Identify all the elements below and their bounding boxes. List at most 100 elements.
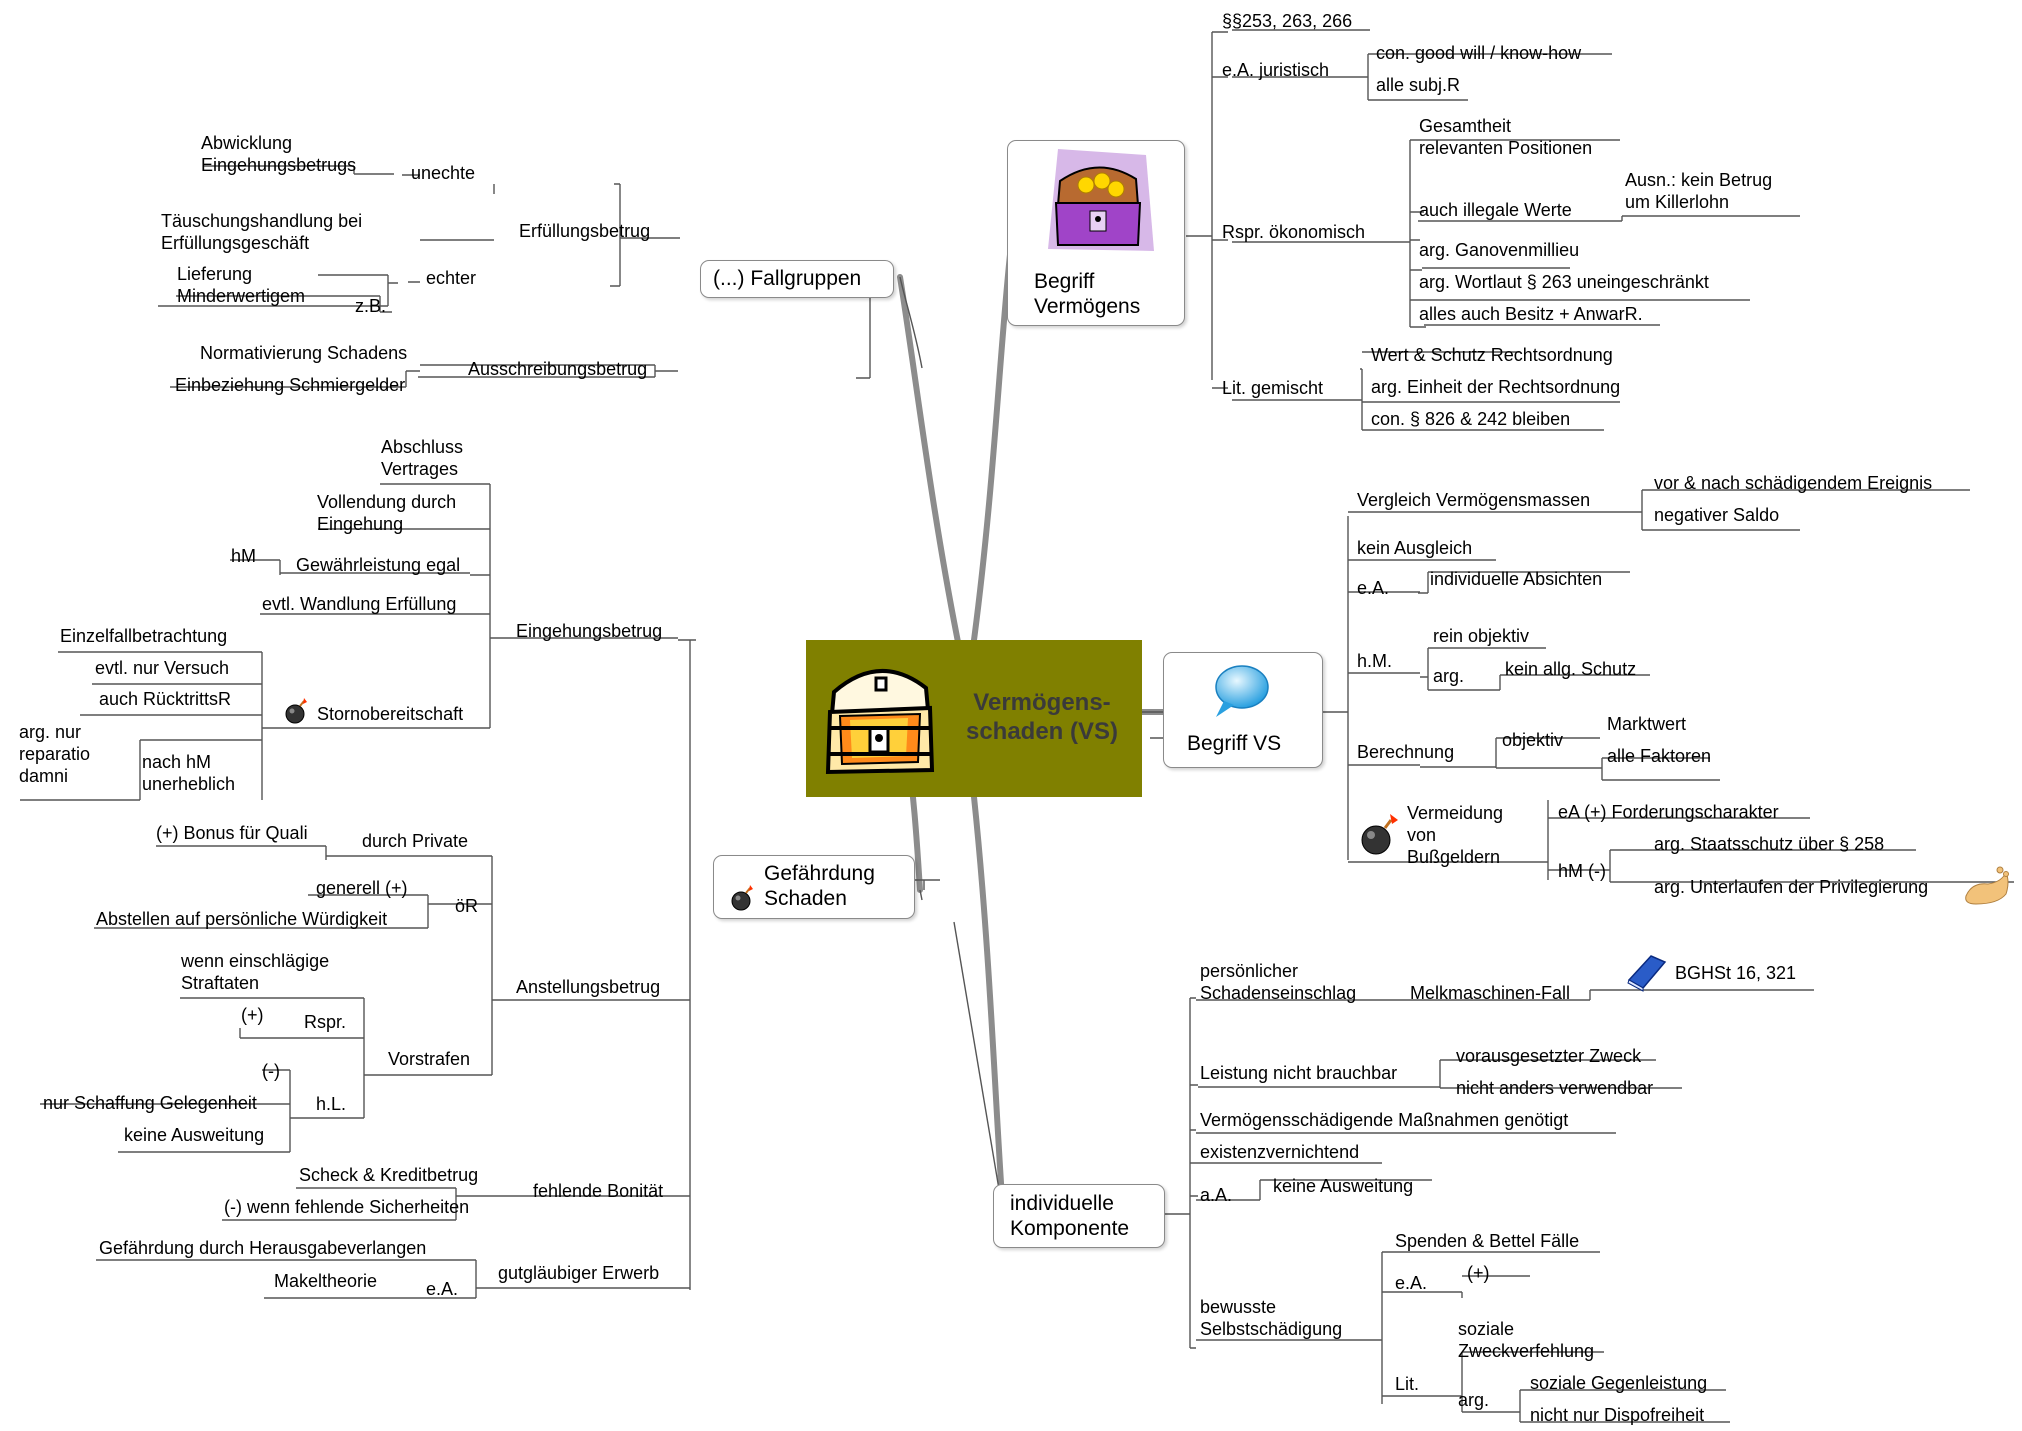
node-ausschreibung: Ausschreibungsbetrug [468,359,648,379]
node-vermeidung: Vermeidung von Bußgeldern [1407,803,1504,867]
node-gemischt: Lit. gemischt [1222,378,1324,398]
node-spenden: Spenden & Bettel Fälle [1395,1231,1580,1251]
bomb-icon [285,698,307,724]
node-gelegenheit: nur Schaffung Gelegenheit [43,1093,257,1113]
node-ea-plus: eA (+) Forderungscharakter [1558,802,1779,822]
node-existenz: existenzvernichtend [1200,1142,1360,1162]
central-topic[interactable]: Vermögens- schaden (VS) [806,640,1142,797]
node-ausgleich: kein Ausgleich [1357,538,1473,558]
node-abschluss: Abschluss Vertrages [381,437,464,479]
node-plus: (+) [241,1005,264,1025]
node-saldo: negativer Saldo [1654,505,1780,525]
node-soziale: soziale Zweckverfehlung [1458,1319,1595,1361]
topic-individuelle-label: individuelle Komponente [1010,1192,1130,1240]
speech-bubble-icon [1215,665,1269,717]
node-abwicklung: Abwicklung Eingehungsbetrugs [201,133,357,175]
treasure-chest-icon [825,668,935,775]
node-oekonomisch: Rspr. ökonomisch [1222,222,1366,242]
node-gewaehrleistung: Gewährleistung egal [296,555,461,575]
node-oer: öR [455,896,479,916]
node-melkmaschinen: Melkmaschinen-Fall [1410,983,1571,1003]
node-killerlohn: Ausn.: kein Betrug um Killerlohn [1625,170,1773,212]
node-minus: (-) [262,1061,280,1081]
node-selbstschaedigung: bewusste Selbstschädigung [1200,1297,1343,1339]
node-vollendung: Vollendung durch Eingehung [317,492,457,534]
node-ganoven: arg. Ganovenmillieu [1419,240,1580,260]
node-genoetigt: Vermögensschädigende Maßnahmen genötigt [1200,1110,1569,1130]
node-goodwill: con. good will / know-how [1376,43,1582,63]
bomb-icon [1361,814,1398,855]
node-zb: z.B. [355,296,387,316]
node-paragraphs: §§253, 263, 266 [1222,11,1353,31]
node-objektiv: rein objektiv [1433,626,1530,646]
node-besitz: alles auch Besitz + AnwarR. [1419,304,1643,324]
money-chest-icon [1048,149,1154,251]
node-einbeziehung: Einbeziehung Schmiergelder [175,375,406,395]
node-echter: echter [426,268,477,288]
node-vergleich: Vergleich Vermögensmassen [1357,490,1591,510]
node-illegale: auch illegale Werte [1419,200,1572,220]
node-taeuschung: Täuschungshandlung bei Erfüllungsgeschäf… [161,211,363,253]
node-wandlung: evtl. Wandlung Erfüllung [262,594,457,614]
topic-begriff-vs-label: Begriff VS [1187,732,1282,755]
node-rspr: Rspr. [304,1012,347,1032]
node-vs-arg: arg. [1433,666,1465,686]
node-hm-minus: hM (-) [1558,861,1606,881]
node-dispo: nicht nur Dispofreiheit [1530,1405,1705,1425]
node-ind-lit: Lit. [1395,1374,1420,1394]
node-makel: Makeltheorie [274,1271,378,1291]
topic-begriff-vs[interactable]: Begriff VS [1163,652,1323,768]
node-ind-keine: keine Ausweitung [1273,1176,1414,1196]
topic-gefaehrdung-schaden[interactable]: Gefährdung Schaden [713,855,915,919]
node-einschlaegig: wenn einschlägige Straftaten [181,951,330,993]
topic-fallgruppen[interactable]: (...) Fallgruppen [700,260,894,298]
topic-begriff-vermoegens[interactable]: Begriff Vermögens [1007,140,1185,326]
topic-gefaehrdung-label: Gefährdung Schaden [764,862,875,910]
node-leistung: Leistung nicht brauchbar [1200,1063,1398,1083]
node-gegenleistung: soziale Gegenleistung [1530,1373,1708,1393]
node-gutglaeubig: gutgläubiger Erwerb [498,1263,660,1283]
node-normativierung: Normativierung Schadens [200,343,408,363]
node-faktoren: alle Faktoren [1607,746,1712,766]
node-absichten: individuelle Absichten [1430,569,1603,589]
node-private: durch Private [362,831,469,851]
node-abstellen: Abstellen auf persönliche Würdigkeit [96,909,388,929]
node-schutz: kein allg. Schutz [1505,659,1637,679]
node-erfuellungsbetrug: Erfüllungsbetrug [519,221,651,241]
node-vs-hm: h.M. [1357,651,1393,671]
node-zweck: vorausgesetzter Zweck [1456,1046,1642,1066]
node-hm: hM [231,546,257,566]
node-keine-ausweitung: keine Ausweitung [124,1125,265,1145]
node-marktwert: Marktwert [1607,714,1687,734]
node-generell: generell (+) [316,878,408,898]
node-reparatio: arg. nur reparatio damni [19,722,91,786]
node-vorstrafen: Vorstrafen [388,1049,471,1069]
node-ruecktritt: auch RücktrittsR [99,689,232,709]
node-privilegierung: arg. Unterlaufen der Privilegierung [1654,877,1929,897]
node-vor-nach: vor & nach schädigendem Ereignis [1654,473,1933,493]
node-ind-ea: e.A. [1395,1273,1428,1293]
node-berechnung: Berechnung [1357,742,1455,762]
node-nach-hm: nach hM unerheblich [142,752,236,794]
node-einheit: arg. Einheit der Rechtsordnung [1371,377,1621,397]
node-bonus: (+) Bonus für Quali [156,823,308,843]
node-einzelfall: Einzelfallbetrachtung [60,626,228,646]
foot-icon [1965,866,2009,905]
node-lieferung: Lieferung Minderwertigem [177,264,306,306]
node-subjr: alle subj.R [1376,75,1461,95]
node-herausgabe: Gefährdung durch Herausgabeverlangen [99,1238,427,1258]
node-bonitaet: fehlende Bonität [533,1181,664,1201]
node-sicherheiten: (-) wenn fehlende Sicherheiten [224,1197,470,1217]
topic-begriff-vermoegens-label: Begriff Vermögens [1034,270,1141,318]
node-unechte: unechte [411,163,476,183]
node-objektiv2: objektiv [1502,730,1564,750]
node-scheck: Scheck & Kreditbetrug [299,1165,479,1185]
topic-fallgruppen-label: (...) Fallgruppen [713,267,862,290]
central-topic-title: Vermögens- schaden (VS) [965,689,1119,745]
bomb-icon [731,885,753,911]
node-persoenlich: persönlicher Schadenseinschlag [1200,961,1357,1003]
topic-individuelle-komponente[interactable]: individuelle Komponente [993,1184,1165,1248]
node-ind-aa: a.A. [1200,1185,1233,1205]
